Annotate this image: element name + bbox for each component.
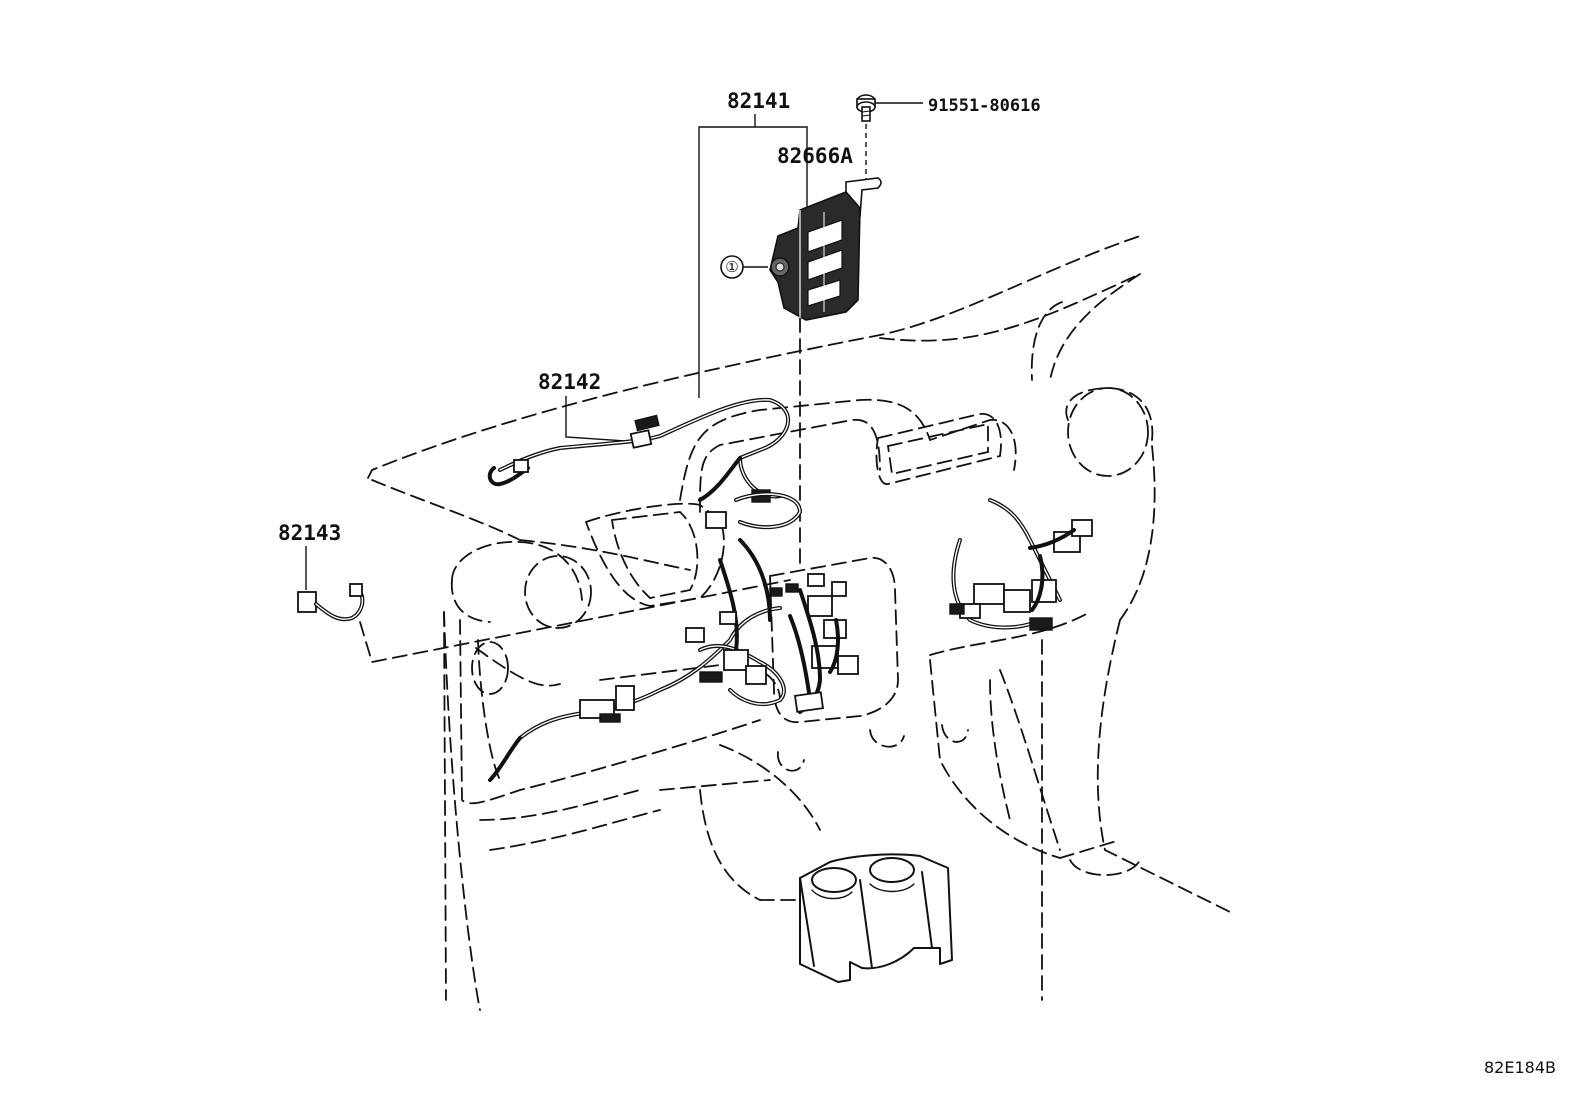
bolt-icon [856, 94, 876, 122]
wire-harness-82143 [297, 583, 365, 622]
illustration-id: 82E184B [1484, 1058, 1556, 1077]
callout-91551-80616: 91551-80616 [928, 96, 1041, 116]
reference-marker: ① [720, 255, 768, 279]
callout-82142: 82142 [538, 370, 601, 394]
callout-82143: 82143 [278, 521, 341, 545]
relay-block-icon [769, 177, 882, 321]
dashboard-outline [367, 235, 1231, 1011]
cup-holder-icon [799, 853, 953, 983]
wire-harness-82141 [488, 498, 1093, 782]
callout-82666a: 82666A [777, 144, 853, 168]
wire-harness-82142 [487, 397, 802, 530]
leader-lines [305, 102, 1043, 1001]
reference-marker-number: ① [725, 258, 738, 276]
callout-82141: 82141 [727, 89, 790, 113]
